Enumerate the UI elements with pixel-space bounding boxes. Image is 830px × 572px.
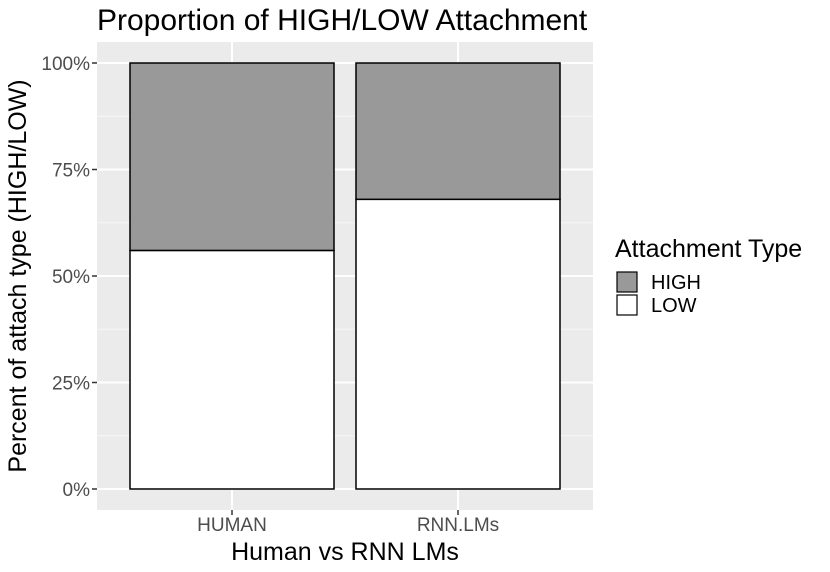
x-tick-label: HUMAN (197, 515, 267, 536)
y-tick-label: 100% (41, 54, 90, 75)
legend-label-low: LOW (651, 295, 697, 317)
chart-title: Proportion of HIGH/LOW Attachment (97, 4, 588, 37)
legend-label-high: HIGH (651, 272, 701, 294)
y-axis-title: Percent of attach type (HIGH/LOW) (4, 79, 32, 472)
bar-rnn-lms-low (355, 198, 561, 490)
y-tick-label: 25% (52, 374, 90, 395)
y-tick-label: 0% (63, 480, 91, 501)
legend-swatch-low (616, 294, 638, 316)
legend-title: Attachment Type (615, 235, 802, 263)
x-axis: HUMAN RNN.LMs (197, 510, 499, 536)
y-axis: 0% 25% 50% 75% 100% (41, 54, 97, 501)
legend-swatch-high (616, 271, 638, 293)
bar-rnn-lms-high (355, 62, 561, 201)
x-tick-label: RNN.LMs (417, 515, 499, 536)
bar-human-high (129, 62, 335, 252)
bar-human-low (129, 249, 335, 490)
y-tick-label: 50% (52, 267, 90, 288)
bars (129, 62, 561, 490)
y-tick-label: 75% (52, 161, 90, 182)
x-axis-title: Human vs RNN LMs (231, 538, 459, 566)
